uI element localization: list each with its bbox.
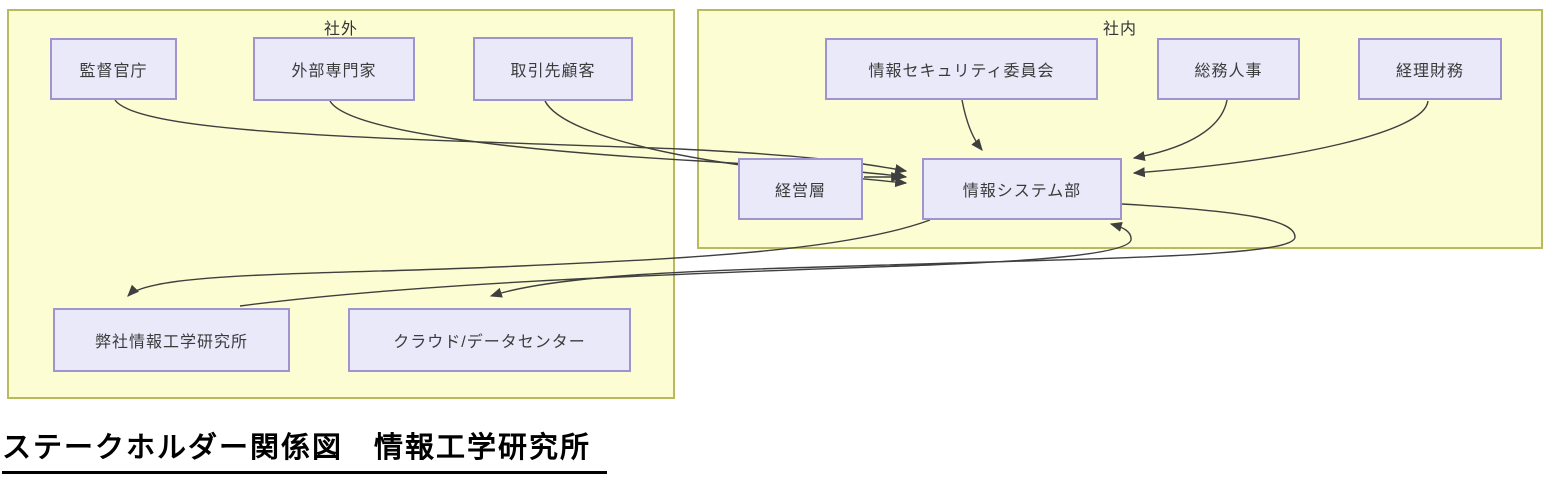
- group-external-label: 社外: [323, 21, 359, 38]
- node-our-institute-label: 弊社情報工学研究所: [94, 334, 248, 351]
- node-management[interactable]: 経営層: [738, 158, 863, 220]
- node-infosec-committee[interactable]: 情報セキュリティ委員会: [825, 38, 1098, 100]
- node-regulator-label: 監督官庁: [79, 63, 148, 80]
- node-information-systems-dept[interactable]: 情報システム部: [922, 158, 1122, 220]
- node-our-institute[interactable]: 弊社情報工学研究所: [53, 308, 290, 372]
- node-regulator[interactable]: 監督官庁: [50, 38, 177, 100]
- node-cloud-datacenter-label: クラウド/データセンター: [393, 334, 586, 351]
- node-general-affairs-hr-label: 総務人事: [1194, 63, 1263, 80]
- node-management-label: 経営層: [774, 183, 826, 200]
- node-business-partners-label: 取引先顧客: [510, 63, 596, 80]
- group-internal-label: 社内: [1102, 21, 1138, 38]
- node-accounting-finance-label: 経理財務: [1395, 63, 1464, 80]
- node-information-systems-dept-label: 情報システム部: [962, 183, 1082, 200]
- node-cloud-datacenter[interactable]: クラウド/データセンター: [348, 308, 631, 372]
- node-business-partners[interactable]: 取引先顧客: [473, 37, 633, 101]
- diagram-title: ステークホルダー関係図 情報工学研究所: [2, 424, 608, 474]
- node-accounting-finance[interactable]: 経理財務: [1358, 38, 1502, 100]
- node-external-experts-label: 外部専門家: [291, 63, 377, 80]
- node-infosec-committee-label: 情報セキュリティ委員会: [868, 63, 1055, 80]
- node-general-affairs-hr[interactable]: 総務人事: [1157, 38, 1300, 100]
- node-external-experts[interactable]: 外部専門家: [253, 37, 415, 101]
